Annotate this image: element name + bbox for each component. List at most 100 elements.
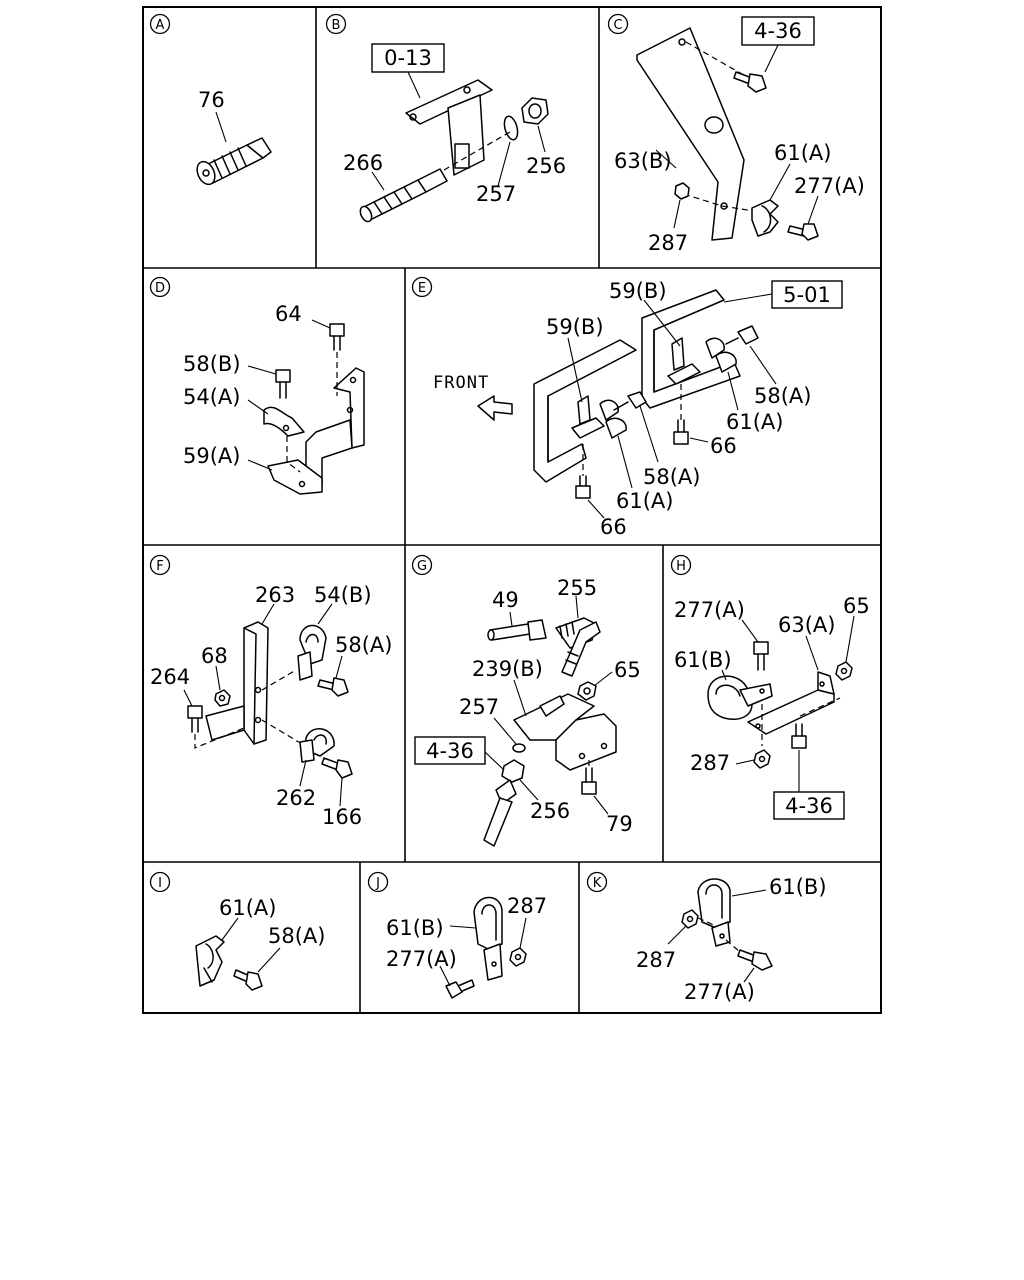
ref-box-0-13: 0-13 bbox=[371, 43, 445, 73]
ref-4-36-h: 4-36 bbox=[785, 794, 833, 818]
clamp-part-61a-left bbox=[599, 399, 627, 439]
callout-239b: 239(B) bbox=[472, 657, 543, 681]
callout-58a-left: 58(A) bbox=[643, 465, 700, 489]
nut-part-287-j bbox=[509, 947, 527, 967]
callout-58b: 58(B) bbox=[183, 352, 241, 376]
callout-61a-c: 61(A) bbox=[774, 141, 831, 165]
bolt-part-58a-i bbox=[233, 969, 263, 991]
callout-61b-h: 61(B) bbox=[674, 648, 732, 672]
callout-54a: 54(A) bbox=[183, 385, 240, 409]
callout-277a-c: 277(A) bbox=[794, 174, 865, 198]
section-j: J 61(B) 287 277(A) bbox=[367, 871, 547, 999]
valve-part-239b bbox=[513, 693, 617, 771]
ref-5-01: 5-01 bbox=[783, 283, 831, 307]
pipe-part-49 bbox=[487, 619, 547, 641]
section-d-marker: D bbox=[149, 276, 171, 298]
section-a-letter: A bbox=[156, 18, 165, 33]
callout-59b-left: 59(B) bbox=[546, 315, 604, 339]
nut-part-287-k bbox=[681, 909, 699, 929]
nut-part-287-c bbox=[674, 182, 690, 200]
bolt-part-264 bbox=[187, 705, 203, 733]
callout-277a-j: 277(A) bbox=[386, 947, 457, 971]
bracket-plate bbox=[405, 79, 493, 176]
clamp-part-61b-h bbox=[707, 675, 773, 720]
clip-part-59b-right bbox=[667, 337, 701, 385]
callout-68: 68 bbox=[201, 644, 228, 668]
bolt-part-166 bbox=[321, 757, 353, 779]
snap-ring-part-257 bbox=[503, 115, 519, 141]
bolt-part-277a-k bbox=[737, 949, 773, 971]
bolt-part-64 bbox=[329, 323, 345, 351]
ref-box-4-36-g: 4-36 bbox=[414, 736, 486, 765]
bolt-part-277a-c bbox=[787, 223, 819, 241]
section-k: K 61(B) 287 277(A) bbox=[586, 871, 827, 1004]
callout-65-g: 65 bbox=[614, 658, 641, 682]
bolt-part-66-right bbox=[673, 419, 689, 445]
callout-256-g: 256 bbox=[530, 799, 570, 823]
section-c-letter: C bbox=[613, 18, 622, 33]
callout-263: 263 bbox=[255, 583, 295, 607]
clamp-part-61b-j bbox=[473, 896, 503, 981]
section-e-letter: E bbox=[418, 281, 426, 296]
bolt-part-277a-j bbox=[445, 979, 475, 999]
washer-part-68 bbox=[214, 689, 231, 707]
section-k-letter: K bbox=[593, 876, 602, 891]
clamp-part-54b bbox=[297, 624, 327, 681]
callout-266: 266 bbox=[343, 151, 383, 175]
section-g: G bbox=[411, 554, 641, 847]
callout-58a-right: 58(A) bbox=[754, 384, 811, 408]
fitting-part-256 bbox=[483, 759, 525, 847]
section-f: F bbox=[149, 554, 392, 829]
callout-63b: 63(B) bbox=[614, 149, 672, 173]
bolt-part-66-left bbox=[575, 475, 591, 499]
grease-nipple-part-76 bbox=[196, 137, 272, 186]
callout-287-j: 287 bbox=[507, 894, 547, 918]
callout-257-g: 257 bbox=[459, 695, 499, 719]
nut-part-65-h bbox=[835, 661, 853, 681]
section-j-letter: J bbox=[375, 876, 380, 891]
callout-262: 262 bbox=[276, 786, 316, 810]
bolt-part-58a-right bbox=[725, 325, 759, 345]
section-g-marker: G bbox=[411, 554, 433, 576]
clip-part-61a-c bbox=[751, 199, 779, 237]
section-b: B 0-13 266 257 bbox=[325, 13, 566, 223]
section-e-marker: E bbox=[411, 276, 433, 298]
callout-277a-k: 277(A) bbox=[684, 980, 755, 1004]
callout-166: 166 bbox=[322, 805, 362, 829]
snap-ring-part-257-g bbox=[512, 743, 526, 753]
callout-58a-i: 58(A) bbox=[268, 924, 325, 948]
bolt-part-58b bbox=[275, 369, 291, 399]
callout-59b-top: 59(B) bbox=[609, 279, 667, 303]
bracket-part-63b bbox=[636, 27, 745, 241]
section-a: A 76 bbox=[149, 13, 272, 186]
callout-66-left: 66 bbox=[600, 515, 627, 539]
bolt-part-58a-left bbox=[613, 391, 647, 411]
connector-part-266 bbox=[359, 168, 448, 223]
section-a-marker: A bbox=[149, 13, 171, 35]
ref-4-36-c: 4-36 bbox=[754, 19, 802, 43]
callout-54b: 54(B) bbox=[314, 583, 372, 607]
callout-58a-f: 58(A) bbox=[335, 633, 392, 657]
nut-part-256 bbox=[521, 97, 549, 125]
section-i: I 61(A) 58(A) bbox=[149, 871, 325, 991]
ref-0-13: 0-13 bbox=[384, 46, 432, 70]
clamp-part-61a-right bbox=[705, 337, 737, 373]
callout-63a: 63(A) bbox=[778, 613, 835, 637]
callout-61a-left: 61(A) bbox=[616, 489, 673, 513]
clamp-part-61b-k bbox=[697, 878, 731, 947]
section-b-letter: B bbox=[332, 18, 341, 33]
section-e: E FRONT 5-01 bbox=[411, 276, 843, 539]
callout-287-k: 287 bbox=[636, 948, 676, 972]
callout-61b-j: 61(B) bbox=[386, 916, 444, 940]
clip-part-61a-i bbox=[195, 935, 225, 987]
callout-79: 79 bbox=[606, 812, 633, 836]
front-label: FRONT bbox=[433, 373, 489, 393]
section-d: D 64 58(B) 54(A) 59(A) bbox=[149, 276, 365, 495]
ref-box-5-01: 5-01 bbox=[771, 280, 843, 309]
section-i-marker: I bbox=[149, 871, 171, 893]
section-k-marker: K bbox=[586, 871, 608, 893]
elbow-part-255 bbox=[555, 617, 601, 677]
ref-box-4-36-h: 4-36 bbox=[773, 791, 845, 820]
clamp-part-54a bbox=[263, 406, 305, 437]
